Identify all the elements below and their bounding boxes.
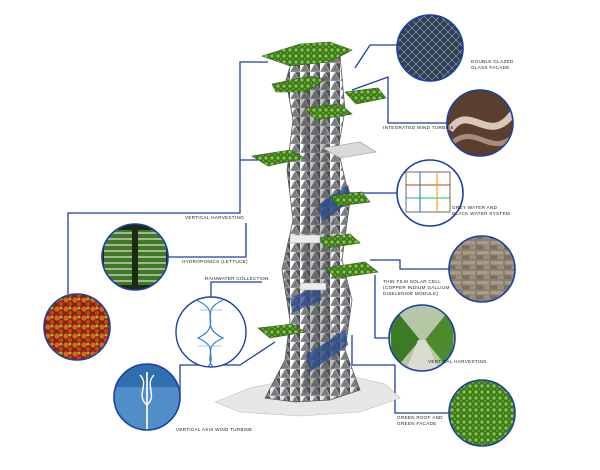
label-vertical-harvesting-left: Vertical harvesting [185, 215, 244, 220]
double-glazed-facade-image [396, 14, 464, 82]
leader-vertical-left-2 [67, 160, 241, 294]
green-roof-image [448, 379, 516, 447]
leader-hydroponics [168, 223, 247, 258]
label-integrated-wind-turbine: Integrated Wind Turbine [383, 125, 455, 130]
label-vertical-harvesting-right: Vertical harvesting [428, 359, 487, 364]
label-rainwater-collection: Rainwater Collection [205, 276, 269, 281]
leader-rainwater [210, 281, 262, 297]
leader-vertical-left [239, 61, 268, 161]
water-system-schematic [396, 159, 464, 227]
label-double-glazed-facade: Double glazed glass facade [471, 59, 514, 70]
integrated-wind-turbine-image [446, 89, 514, 157]
leader-integrated-wind [351, 76, 447, 124]
planted-platforms [251, 41, 387, 339]
solar-cell-image [448, 235, 516, 303]
vertical-harvesting-image [388, 304, 456, 372]
vertical-axis-turbine-image [113, 363, 181, 431]
leader-green-roof [351, 335, 449, 414]
rainwater-collection-graphic [175, 296, 247, 368]
photo-bubbles [43, 14, 516, 447]
label-green-roof-facade: Green Roof and Green Facade [397, 415, 443, 426]
label-thin-film-solar-cell: Thin Film Solar Cell (Copper Indium Gall… [383, 279, 450, 296]
leader-lines [67, 44, 449, 414]
label-grey-black-water: Grey water and Black water system [452, 205, 510, 216]
leader-double-glazed [354, 44, 397, 69]
fruit-harvest-image [43, 293, 111, 361]
hydroponics-image [101, 223, 169, 291]
leader-vertical-right [374, 275, 389, 339]
leader-solar [370, 259, 449, 270]
label-vertical-axis-wind-turbine: Vertical axis wind turbine [176, 427, 253, 432]
label-hydroponics: Hydroponics (Lettuce) [182, 259, 248, 264]
